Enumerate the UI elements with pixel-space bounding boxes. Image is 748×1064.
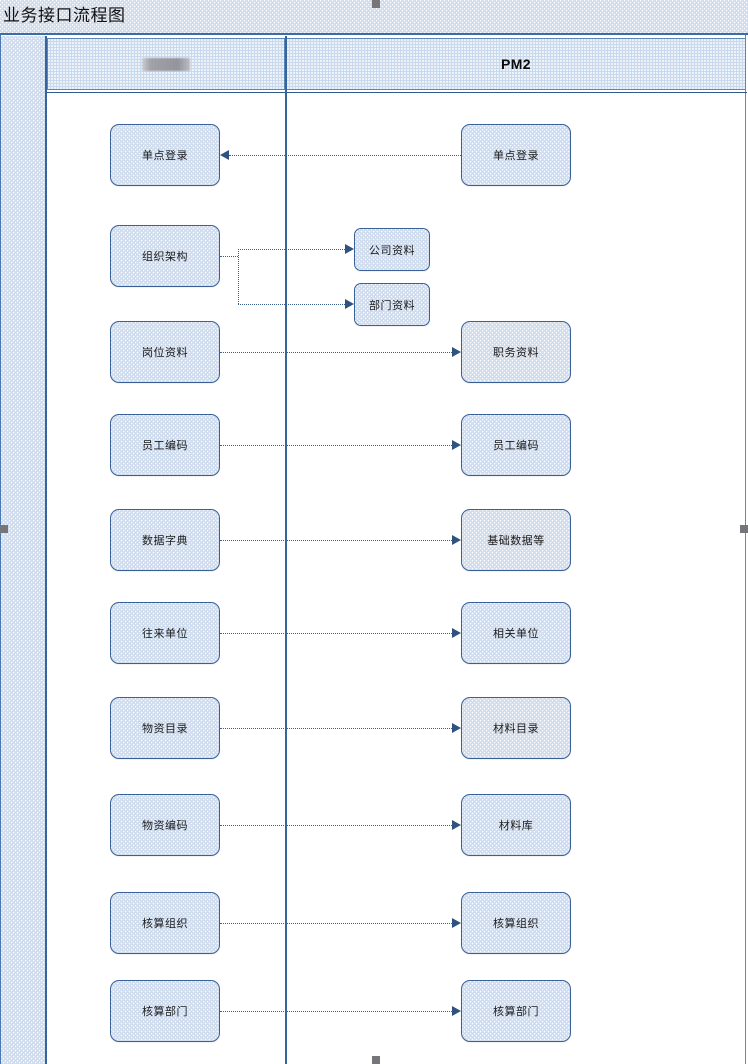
connector-5: [220, 540, 452, 541]
arrowhead-3: [452, 347, 461, 357]
arrowhead-1: [220, 150, 229, 160]
node-right-3[interactable]: 职务资料: [461, 321, 571, 383]
lane-header-right[interactable]: PM2: [286, 38, 746, 90]
connector-branch-2-2: [238, 304, 345, 305]
lane-header-left[interactable]: [47, 38, 285, 90]
node-label: 单点登录: [493, 150, 539, 162]
node-right-5[interactable]: 基础数据等: [461, 509, 571, 571]
node-right-7[interactable]: 材料目录: [461, 697, 571, 759]
node-label: 部门资料: [369, 299, 415, 312]
connector-branch-stub-2: [220, 256, 238, 257]
connector-branch-2-1: [238, 249, 345, 250]
node-left-1[interactable]: 单点登录: [110, 124, 220, 186]
node-right-10[interactable]: 核算部门: [461, 980, 571, 1042]
header-underline: [47, 92, 747, 93]
connector-4: [220, 445, 452, 446]
node-label: 员工编码: [142, 440, 188, 452]
node-left-4[interactable]: 员工编码: [110, 414, 220, 476]
node-label: 单点登录: [142, 150, 188, 162]
node-left-3[interactable]: 岗位资料: [110, 321, 220, 383]
node-right-1[interactable]: 单点登录: [461, 124, 571, 186]
lane-divider: [285, 36, 287, 1064]
connector-10: [220, 1011, 452, 1012]
node-label: 核算部门: [142, 1006, 188, 1018]
node-label: 数据字典: [142, 535, 188, 547]
node-label: 职务资料: [493, 347, 539, 359]
node-label: 物资目录: [142, 723, 188, 735]
lane-header-right-label: PM2: [501, 56, 531, 72]
node-label: 材料目录: [493, 723, 539, 735]
node-right-8[interactable]: 材料库: [461, 794, 571, 856]
connector-branch-riser-2: [238, 249, 239, 304]
pool-label-band: [1, 36, 47, 1064]
node-left-8[interactable]: 物资编码: [110, 794, 220, 856]
top-resize-handle[interactable]: [372, 0, 380, 8]
node-right-9[interactable]: 核算组织: [461, 892, 571, 954]
node-label: 组织架构: [142, 251, 188, 263]
node-label: 物资编码: [142, 820, 188, 832]
connector-6: [220, 633, 452, 634]
node-label: 相关单位: [493, 628, 539, 640]
arrowhead-9: [452, 918, 461, 928]
node-right-4[interactable]: 员工编码: [461, 414, 571, 476]
connector-9: [220, 923, 452, 924]
arrowhead-5: [452, 535, 461, 545]
node-branch-2-1[interactable]: 公司资料: [354, 228, 430, 271]
node-label: 公司资料: [369, 244, 415, 257]
node-label: 核算组织: [142, 918, 188, 930]
node-left-2[interactable]: 组织架构: [110, 225, 220, 287]
arrowhead-8: [452, 820, 461, 830]
page-title: 业务接口流程图: [3, 6, 126, 25]
bottom-resize-handle[interactable]: [372, 1056, 380, 1064]
arrowhead-6: [452, 628, 461, 638]
node-label: 基础数据等: [487, 535, 545, 547]
node-left-10[interactable]: 核算部门: [110, 980, 220, 1042]
arrowhead-branch-2-1: [345, 244, 354, 254]
arrowhead-7: [452, 723, 461, 733]
node-label: 核算部门: [493, 1006, 539, 1018]
connector-1: [229, 155, 461, 156]
node-left-7[interactable]: 物资目录: [110, 697, 220, 759]
node-label: 往来单位: [142, 628, 188, 640]
lane-header-row: PM2: [47, 36, 747, 92]
arrowhead-10: [452, 1006, 461, 1016]
right-resize-handle[interactable]: [740, 525, 748, 533]
node-label: 岗位资料: [142, 347, 188, 359]
pool-frame: [0, 35, 746, 1064]
node-left-9[interactable]: 核算组织: [110, 892, 220, 954]
connector-7: [220, 728, 452, 729]
connector-3: [220, 352, 452, 353]
redacted-label-icon: [142, 57, 190, 71]
node-branch-2-2[interactable]: 部门资料: [354, 283, 430, 326]
left-resize-handle[interactable]: [0, 525, 8, 533]
connector-8: [220, 825, 452, 826]
node-label: 核算组织: [493, 918, 539, 930]
node-left-5[interactable]: 数据字典: [110, 509, 220, 571]
node-right-6[interactable]: 相关单位: [461, 602, 571, 664]
node-left-6[interactable]: 往来单位: [110, 602, 220, 664]
arrowhead-4: [452, 440, 461, 450]
node-label: 材料库: [498, 820, 534, 832]
arrowhead-branch-2-2: [345, 299, 354, 309]
node-label: 员工编码: [493, 440, 539, 452]
